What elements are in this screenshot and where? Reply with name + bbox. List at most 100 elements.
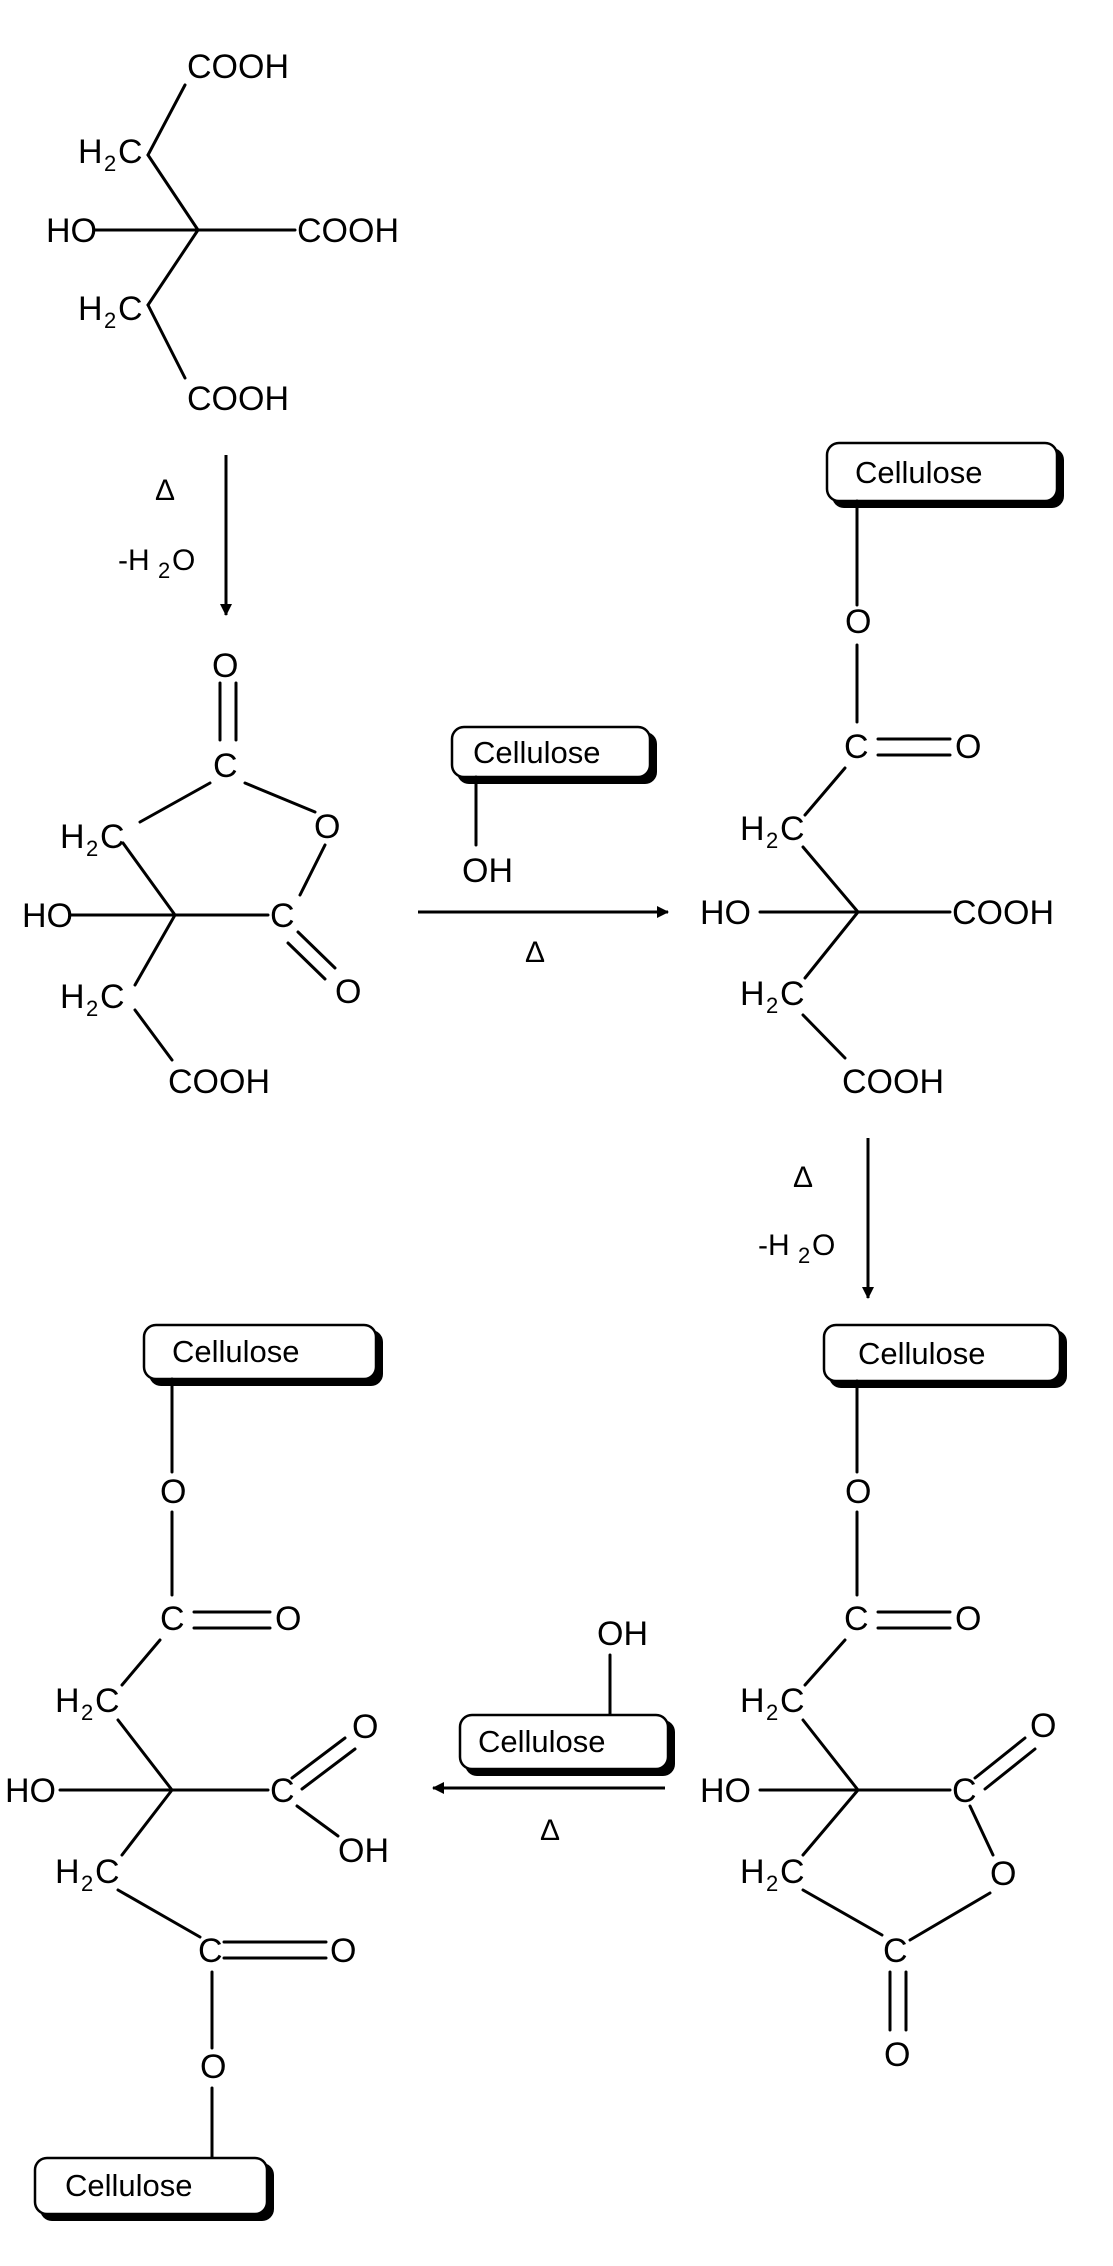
cellulose-box: [142, 1323, 378, 1381]
citric-acid-structure: COOH H 2 C HO COOH H 2 C COOH: [46, 48, 399, 418]
hydroxyl-label: HO: [700, 894, 751, 932]
heat-symbol: Δ: [540, 1814, 560, 1847]
cellulose-box: [825, 441, 1059, 503]
arrow-esterification-1: Cellulose OH Δ: [418, 725, 669, 969]
ch2-label-h: H: [78, 290, 103, 328]
cooh-label: COOH: [842, 1063, 944, 1101]
cellulose-label: Cellulose: [473, 735, 601, 770]
crosslinked-diester-structure: Cellulose O C O H 2 C HO C O OH H 2 C C …: [5, 1323, 389, 2221]
ch2-label-h: H: [55, 1853, 80, 1891]
cooh-label-middle: COOH: [297, 212, 399, 250]
cellulose-oh-label: OH: [597, 1615, 648, 1653]
cellulose-label: Cellulose: [858, 1336, 986, 1371]
carboxyl-c-label: C: [270, 1772, 295, 1810]
carbonyl-o-label: O: [275, 1600, 301, 1638]
water-o-label: O: [172, 544, 195, 577]
ch2-subscript: 2: [86, 836, 98, 861]
carbonyl-c-label: C: [160, 1600, 185, 1638]
cooh-label: COOH: [952, 894, 1054, 932]
cellulose-label: Cellulose: [478, 1724, 606, 1759]
cellulose-box: [450, 725, 652, 779]
ch2-label-c: C: [780, 975, 805, 1013]
ch2-subscript: 2: [766, 828, 778, 853]
ch2-label-c: C: [118, 290, 143, 328]
carbonyl-c-label: C: [270, 897, 295, 935]
ch2-label-h: H: [60, 978, 85, 1016]
ch2-label-c: C: [95, 1853, 120, 1891]
carbonyl-c-label: C: [952, 1772, 977, 1810]
ch2-label-h: H: [740, 975, 765, 1013]
heat-symbol: Δ: [793, 1161, 813, 1194]
ch2-subscript: 2: [81, 1871, 93, 1896]
arrow-crosslinking: OH Cellulose Δ: [432, 1615, 675, 1847]
ch2-label-c: C: [118, 133, 143, 171]
ester-o-label: O: [200, 2048, 226, 2086]
ch2-subscript: 2: [766, 993, 778, 1018]
cellulose-box: [33, 2156, 269, 2216]
heat-symbol: Δ: [525, 936, 545, 969]
ring-o-label: O: [314, 808, 340, 846]
carbonyl-c-label: C: [883, 1932, 908, 1970]
ch2-subscript: 2: [104, 308, 116, 333]
citric-anhydride-structure: O C O H 2 C HO C O H 2 C COOH: [22, 647, 361, 1101]
carbonyl-o-label: O: [1030, 1707, 1056, 1745]
cooh-label-bottom: COOH: [187, 380, 289, 418]
carbonyl-o-label: O: [212, 647, 238, 685]
ch2-label-c: C: [780, 810, 805, 848]
cellulose-box: [458, 1713, 670, 1771]
ch2-label-h: H: [740, 1853, 765, 1891]
carbonyl-c-label: C: [844, 1600, 869, 1638]
carbonyl-o-label: O: [330, 1932, 356, 1970]
carboxyl-oh-label: OH: [338, 1832, 389, 1870]
ch2-subscript: 2: [766, 1871, 778, 1896]
minus-h-label: -H: [118, 544, 150, 577]
hydroxyl-label: HO: [5, 1772, 56, 1810]
ch2-label-h: H: [55, 1682, 80, 1720]
carbonyl-o-label: O: [335, 973, 361, 1011]
arrow-dehydration-2: Δ -H 2 O: [758, 1138, 874, 1299]
ch2-label-h: H: [740, 810, 765, 848]
ester-o-label: O: [845, 1473, 871, 1511]
carbonyl-o-label: O: [884, 2036, 910, 2074]
ch2-label-h: H: [78, 133, 103, 171]
anhydride-ester-structure: Cellulose O C O H 2 C HO C O O H 2 C C O: [700, 1323, 1067, 2074]
ch2-subscript: 2: [104, 151, 116, 176]
carbonyl-c-label: C: [844, 728, 869, 766]
minus-h-label: -H: [758, 1229, 790, 1262]
water-subscript: 2: [158, 558, 170, 583]
ch2-label-c: C: [100, 818, 125, 856]
cellulose-box: [822, 1323, 1062, 1383]
ester-o-label: O: [160, 1473, 186, 1511]
ch2-label-c: C: [780, 1682, 805, 1720]
ch2-label-h: H: [740, 1682, 765, 1720]
heat-symbol: Δ: [155, 474, 175, 507]
cooh-label: COOH: [168, 1063, 270, 1101]
ch2-label-c: C: [100, 978, 125, 1016]
hydroxyl-label: HO: [700, 1772, 751, 1810]
cooh-label-top: COOH: [187, 48, 289, 86]
ring-o-label: O: [990, 1855, 1016, 1893]
carbonyl-c-label: C: [213, 747, 238, 785]
cellulose-label: Cellulose: [65, 2168, 193, 2203]
arrow-dehydration-1: Δ -H 2 O: [118, 455, 232, 616]
ch2-subscript: 2: [81, 1700, 93, 1725]
hydroxyl-label: HO: [46, 212, 97, 250]
water-subscript: 2: [798, 1243, 810, 1268]
carbonyl-o-label: O: [955, 728, 981, 766]
carbonyl-c-label: C: [198, 1932, 223, 1970]
carboxyl-o-label: O: [352, 1708, 378, 1746]
cellulose-oh-label: OH: [462, 852, 513, 890]
monoester-structure: Cellulose O C O H 2 C HO COOH H 2 C COOH: [700, 441, 1064, 1101]
ch2-subscript: 2: [86, 996, 98, 1021]
ch2-label-c: C: [95, 1682, 120, 1720]
ch2-label-c: C: [780, 1853, 805, 1891]
carbonyl-o-label: O: [955, 1600, 981, 1638]
hydroxyl-label: HO: [22, 897, 73, 935]
ester-o-label: O: [845, 603, 871, 641]
cellulose-label: Cellulose: [855, 455, 983, 490]
water-o-label: O: [812, 1229, 835, 1262]
cellulose-label: Cellulose: [172, 1334, 300, 1369]
ch2-label-h: H: [60, 818, 85, 856]
ch2-subscript: 2: [766, 1700, 778, 1725]
